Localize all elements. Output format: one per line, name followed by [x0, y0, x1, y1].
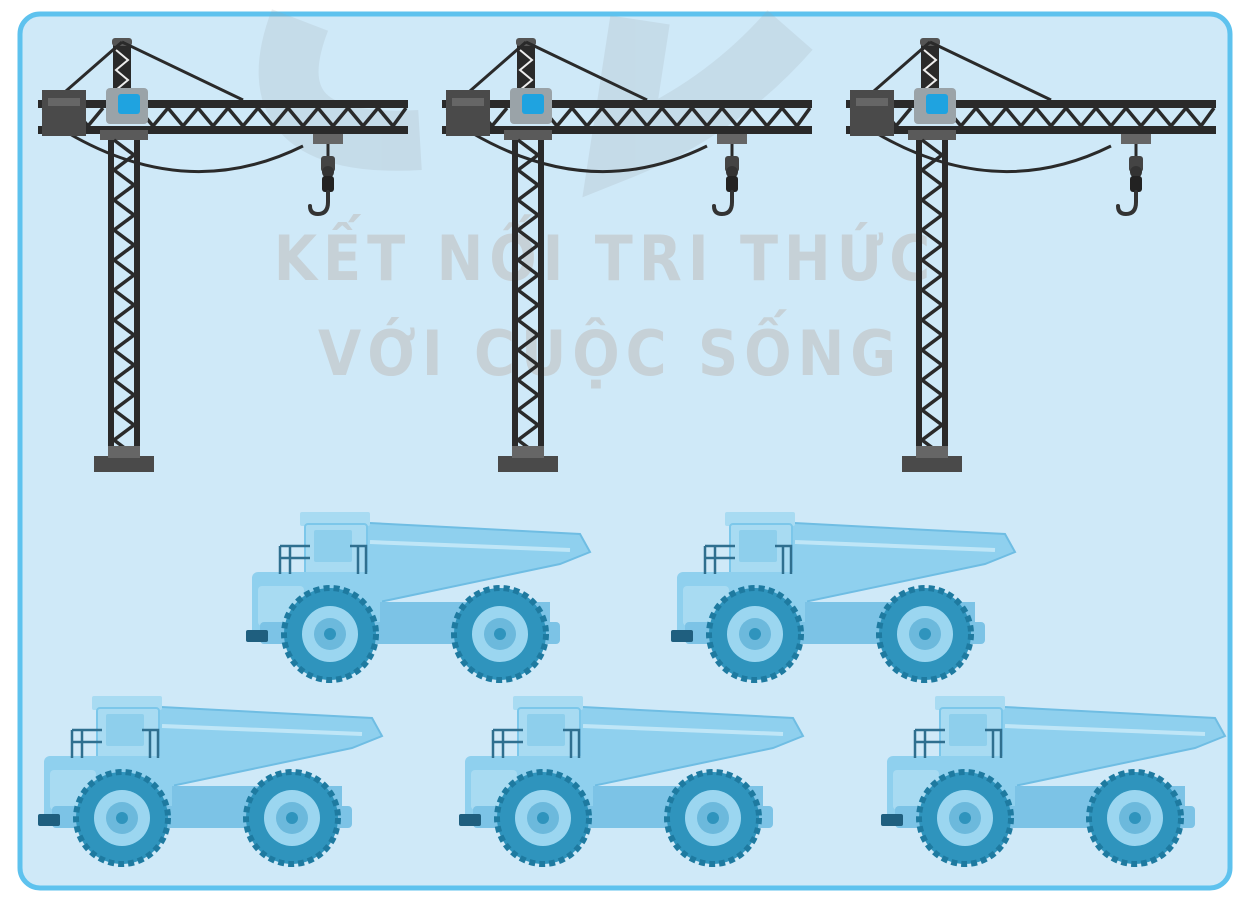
- watermark-line-2: VỚI CUỘC SỐNG: [318, 309, 902, 390]
- watermark-line-1: KẾT NỐI TRI THỨC: [274, 214, 936, 295]
